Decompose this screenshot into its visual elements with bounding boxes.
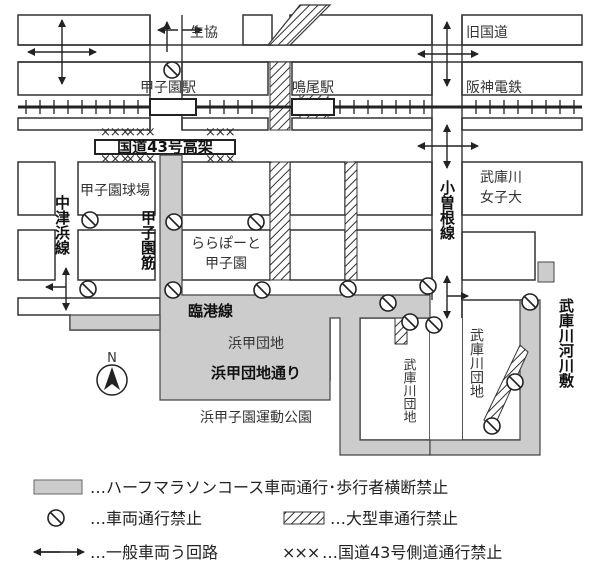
block: [289, 229, 346, 281]
side-road-mark-top: ×××: [125, 125, 155, 140]
marathon-course: [69, 154, 555, 456]
block: [77, 161, 156, 216]
side-road-mark-bottom: ×××: [205, 152, 235, 167]
koshien-suji-label: 甲子園筋: [139, 210, 157, 271]
stadium-label: 甲子園球場: [80, 183, 150, 199]
no-entry-icon: [79, 280, 97, 298]
no-entry-icon: [339, 280, 357, 298]
no-entry-icon: [483, 417, 501, 435]
course-swatch-icon: [33, 479, 83, 495]
nakatsuhama-label: 中津浜線: [53, 194, 71, 256]
lalaport-label-2: 甲子園: [205, 256, 247, 272]
naruo-station-icon: [291, 98, 335, 116]
block: [181, 161, 271, 216]
no-entry-icon: [164, 281, 182, 299]
hamako-danchi-label: 浜甲団地: [228, 336, 284, 352]
park-label: 浜甲子園運動公園: [200, 410, 312, 426]
block: [354, 161, 433, 216]
side-road-mark-top: ×××: [205, 125, 235, 140]
detour-arrows: [27, 19, 479, 319]
legend: …ハーフマラソンコース車両通行･歩行者横断禁止 …車両通行禁止 …大型車通行禁止…: [33, 478, 502, 562]
north-label: N: [107, 351, 117, 366]
hanshin-railway-line: [18, 98, 582, 116]
block: [291, 117, 433, 131]
no-entry-icon: [247, 213, 265, 231]
koshien-station-label: 甲子園駅: [140, 80, 196, 96]
block: [354, 229, 433, 281]
legend-no-entry: …車両通行禁止: [90, 509, 202, 528]
kosone-label: 小曽根線: [438, 180, 456, 241]
no-entry-icon: [401, 313, 419, 331]
north-arrow-icon: N: [96, 351, 128, 396]
block: [289, 161, 346, 216]
legend-course: …ハーフマラソンコース車両通行･歩行者横断禁止: [90, 478, 448, 497]
legend-side-road: …国道43号側道通行禁止: [322, 543, 502, 562]
legend-large-vehicle: …大型車通行禁止: [330, 509, 458, 528]
no-entry-icon: [379, 294, 397, 312]
mukogawa-womens-label-1: 武庫川: [480, 169, 522, 186]
hatch-icon: [283, 511, 325, 525]
mukogawa-danchi-label-b: 武庫川団地: [468, 328, 484, 398]
no-entry-icon: [521, 293, 539, 311]
route43-elevated: 国道43号高架 ××× ××× ××× ××× ××× ×××: [94, 125, 236, 167]
side-road-mark-top: ×××: [100, 125, 130, 140]
hanshin-railway-label: 阪神電鉄: [466, 80, 522, 96]
no-entry-icon: [419, 277, 437, 295]
map-labels: 生協 旧国道 甲子園駅 鳴尾駅 阪神電鉄 武庫川 女子大 甲子園球場 ららぽーと…: [53, 25, 575, 426]
route43-label: 国道43号高架: [117, 138, 213, 156]
mukogawa-womens-label-2: 女子大: [480, 189, 522, 206]
seikyo-label: 生協: [190, 25, 218, 41]
koshien-station-icon: [149, 98, 197, 116]
kyu-kokudo-label: 旧国道: [466, 25, 508, 41]
no-entry-icon: [163, 61, 181, 79]
no-entry-icon: [425, 316, 443, 334]
no-entry-icon: [253, 281, 271, 299]
mukogawa-kasenjiki-label: 武庫川河川敷: [557, 297, 575, 389]
legend-detour: …一般車両う回路: [90, 543, 218, 562]
block: [17, 14, 151, 46]
naruo-station-label: 鳴尾駅: [292, 80, 334, 96]
side-road-mark-bottom: ×××: [125, 152, 155, 167]
mukogawa-danchi-label-a: 武庫川団地: [401, 358, 417, 423]
block: [17, 61, 151, 96]
block: [461, 117, 583, 131]
large-vehicle-restricted-road: [266, 4, 332, 46]
city-blocks: [17, 14, 583, 441]
no-entry-icon: [506, 373, 524, 391]
no-entry-icon: [165, 213, 183, 231]
block: [242, 14, 273, 46]
hamako-danchi-dori-label: 浜甲団地通り: [211, 364, 301, 382]
block: [17, 229, 56, 281]
lalaport-label-1: ららぽーと: [191, 236, 261, 252]
no-entry-icon: [81, 211, 99, 229]
block: [461, 231, 536, 281]
side-road-mark-bottom: ×××: [100, 152, 130, 167]
rinko-label: 臨港線: [188, 302, 233, 320]
block: [17, 161, 56, 216]
no-entry-icon: [47, 509, 65, 527]
block: [77, 229, 156, 281]
side-road-marks-icon: ×××: [282, 543, 319, 562]
